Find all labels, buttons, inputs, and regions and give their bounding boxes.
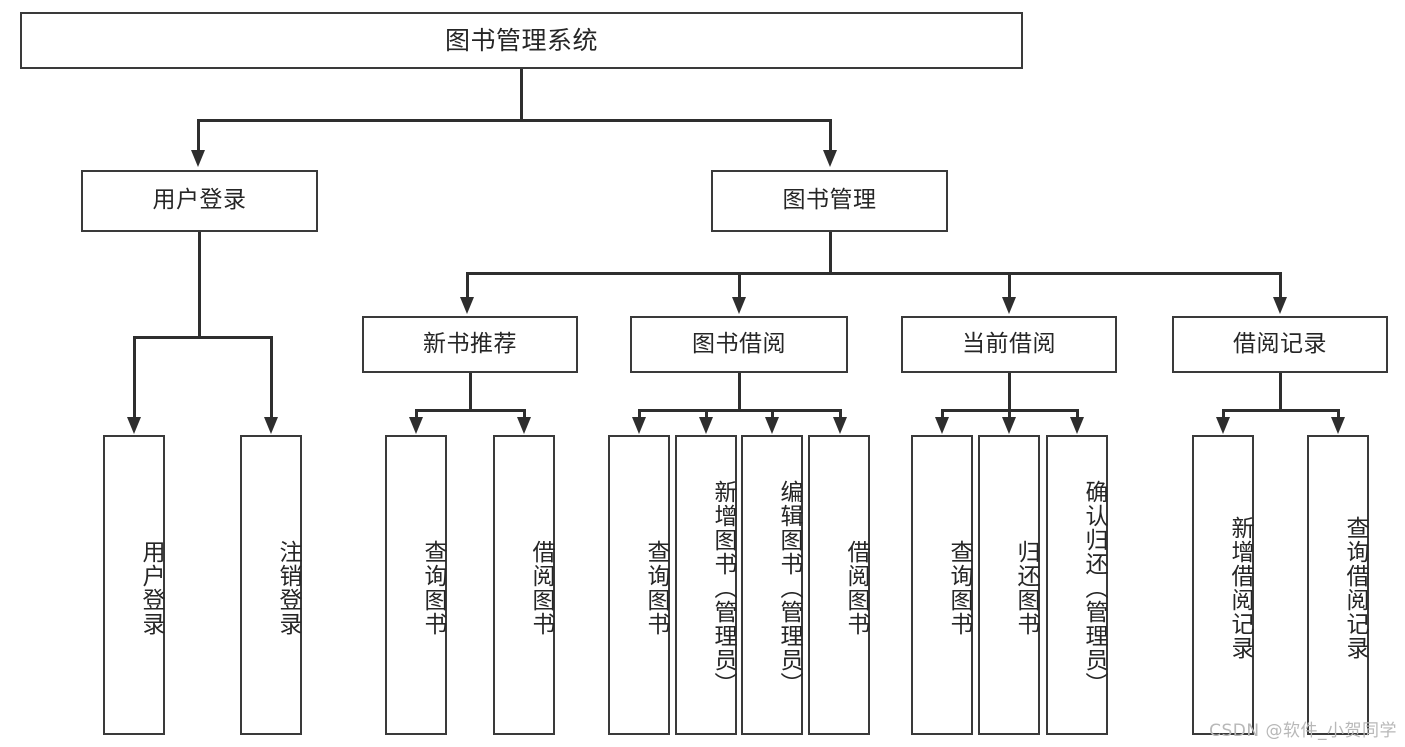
arrowhead-current-borrow-leaf-3	[1070, 417, 1084, 434]
connector-user-login-stem	[198, 232, 201, 336]
node-label: 编辑图书（管理员）	[776, 480, 802, 696]
node-label: 归还图书	[1013, 540, 1039, 636]
connector-new-book-bus	[415, 409, 525, 412]
node-label: 用户登录	[152, 187, 247, 214]
leaf-borrow-record-add[interactable]: 新增借阅记录	[1192, 435, 1254, 735]
connector-book-borrow-drop-4	[839, 409, 842, 419]
arrowhead-to-book-borrow	[732, 297, 746, 314]
connector-new-book-drop-1	[415, 409, 418, 419]
arrowhead-book-borrow-leaf-1	[632, 417, 646, 434]
connector-borrow-record-drop-1	[1222, 409, 1225, 419]
connector-bm-drop-current-borrow	[1008, 272, 1011, 298]
arrowhead-book-borrow-leaf-2	[699, 417, 713, 434]
arrowhead-to-user-login	[191, 150, 205, 167]
connector-current-borrow-drop-3	[1076, 409, 1079, 419]
node-label: 借阅记录	[1233, 330, 1327, 357]
node-label: 注销登录	[275, 540, 301, 636]
arrowhead-user-login-leaf-2	[264, 417, 278, 434]
connector-book-borrow-drop-2	[705, 409, 708, 419]
leaf-new-book-borrow[interactable]: 借阅图书	[493, 435, 555, 735]
connector-bm-drop-new-book	[466, 272, 469, 298]
arrowhead-book-borrow-leaf-3	[765, 417, 779, 434]
connector-book-borrow-drop-3	[771, 409, 774, 419]
node-user-login[interactable]: 用户登录	[81, 170, 318, 232]
node-label: 图书管理系统	[444, 25, 598, 55]
arrowhead-new-book-leaf-1	[409, 417, 423, 434]
leaf-current-borrow-query[interactable]: 查询图书	[911, 435, 973, 735]
leaf-current-borrow-confirm-admin[interactable]: 确认归还（管理员）	[1046, 435, 1108, 735]
connector-bm-drop-borrow-record	[1279, 272, 1282, 298]
node-label: 新书推荐	[423, 330, 517, 357]
leaf-book-borrow-edit-admin[interactable]: 编辑图书（管理员）	[741, 435, 803, 735]
node-label: 确认归还（管理员）	[1081, 480, 1107, 696]
node-label: 图书管理	[782, 187, 877, 214]
connector-user-login-drop-1	[133, 336, 136, 418]
node-root-book-management-system[interactable]: 图书管理系统	[20, 12, 1023, 69]
connector-user-login-drop-2	[270, 336, 273, 418]
arrowhead-new-book-leaf-2	[517, 417, 531, 434]
node-label: 查询图书	[946, 540, 972, 636]
connector-book-borrow-stem	[738, 373, 741, 409]
node-label: 新增图书（管理员）	[710, 480, 736, 696]
leaf-user-login-logout[interactable]: 注销登录	[240, 435, 302, 735]
connector-current-borrow-drop-1	[941, 409, 944, 419]
leaf-book-borrow-add-admin[interactable]: 新增图书（管理员）	[675, 435, 737, 735]
connector-user-login-bus	[133, 336, 270, 339]
arrowhead-borrow-record-leaf-1	[1216, 417, 1230, 434]
arrowhead-to-book-management	[823, 150, 837, 167]
node-label: 图书借阅	[692, 330, 786, 357]
node-label: 借阅图书	[843, 540, 869, 636]
node-label: 查询图书	[643, 540, 669, 636]
node-label: 新增借阅记录	[1227, 516, 1253, 660]
connector-root-stem	[520, 69, 523, 119]
connector-new-book-stem	[469, 373, 472, 409]
connector-borrow-record-bus	[1222, 409, 1337, 412]
leaf-borrow-record-query[interactable]: 查询借阅记录	[1307, 435, 1369, 735]
arrowhead-to-new-book-recommend	[460, 297, 474, 314]
arrowhead-borrow-record-leaf-2	[1331, 417, 1345, 434]
node-book-management[interactable]: 图书管理	[711, 170, 948, 232]
node-current-borrow[interactable]: 当前借阅	[901, 316, 1117, 373]
connector-root-bus	[197, 119, 832, 122]
leaf-book-borrow-borrow[interactable]: 借阅图书	[808, 435, 870, 735]
connector-book-management-stem	[829, 232, 832, 272]
connector-borrow-record-drop-2	[1337, 409, 1340, 419]
connector-bm-drop-book-borrow	[738, 272, 741, 298]
connector-new-book-drop-2	[523, 409, 526, 419]
node-new-book-recommend[interactable]: 新书推荐	[362, 316, 578, 373]
leaf-current-borrow-return[interactable]: 归还图书	[978, 435, 1040, 735]
node-label: 借阅图书	[528, 540, 554, 636]
arrowhead-to-borrow-record	[1273, 297, 1287, 314]
connector-root-to-user-login	[197, 119, 200, 151]
connector-root-to-book-management	[829, 119, 832, 151]
arrowhead-current-borrow-leaf-1	[935, 417, 949, 434]
arrowhead-user-login-leaf-1	[127, 417, 141, 434]
connector-current-borrow-drop-2	[1008, 409, 1011, 419]
arrowhead-to-current-borrow	[1002, 297, 1016, 314]
connector-book-borrow-drop-1	[638, 409, 641, 419]
arrowhead-book-borrow-leaf-4	[833, 417, 847, 434]
node-label: 查询图书	[420, 540, 446, 636]
leaf-book-borrow-query[interactable]: 查询图书	[608, 435, 670, 735]
node-borrow-record[interactable]: 借阅记录	[1172, 316, 1388, 373]
arrowhead-current-borrow-leaf-2	[1002, 417, 1016, 434]
node-label: 当前借阅	[962, 330, 1056, 357]
watermark-text: CSDN @软件_小贺同学	[1209, 721, 1397, 741]
connector-borrow-record-stem	[1279, 373, 1282, 409]
leaf-user-login-login[interactable]: 用户登录	[103, 435, 165, 735]
node-label: 查询借阅记录	[1342, 516, 1368, 660]
connector-book-management-bus	[466, 272, 1280, 275]
leaf-new-book-query[interactable]: 查询图书	[385, 435, 447, 735]
connector-current-borrow-stem	[1008, 373, 1011, 409]
node-label: 用户登录	[138, 540, 164, 636]
node-book-borrow[interactable]: 图书借阅	[630, 316, 848, 373]
connector-book-borrow-bus	[638, 409, 842, 412]
